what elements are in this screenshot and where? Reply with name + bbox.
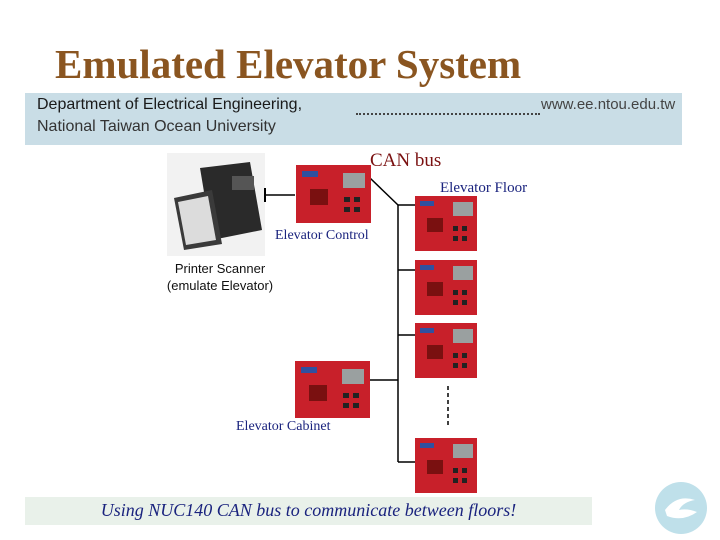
university-text: National Taiwan Ocean University: [37, 118, 276, 135]
printer-label-line1: Printer Scanner: [174, 261, 266, 276]
website-url: www.ee.ntou.edu.tw: [541, 96, 676, 113]
board-elevator-cabinet: [295, 361, 370, 418]
elevator-floor-label: Elevator Floor: [440, 180, 528, 196]
board-elevator-floor-3: [415, 323, 477, 378]
board-elevator-floor-2: [415, 260, 477, 315]
printer-scanner-label: Printer Scanner (emulate Elevator): [158, 260, 282, 294]
board-elevator-floor-4: [415, 438, 477, 493]
dotted-leader: [356, 113, 540, 115]
can-bus-label: CAN bus: [370, 150, 442, 171]
board-elevator-floor-1: [415, 196, 477, 251]
header-band: [25, 93, 682, 145]
printer-label-line2: (emulate Elevator): [166, 278, 274, 293]
elevator-cabinet-label: Elevator Cabinet: [236, 419, 331, 434]
board-elevator-control: [296, 165, 371, 223]
department-text: Department of Electrical Engineering,: [37, 96, 303, 113]
can-bus-wiring: [369, 177, 415, 463]
footer-caption: Using NUC140 CAN bus to communicate betw…: [100, 500, 517, 520]
slide-title: Emulated Elevator System: [55, 41, 522, 87]
footer-band: [25, 497, 592, 525]
elevator-control-label: Elevator Control: [275, 228, 369, 243]
printer-scanner-image: [167, 153, 265, 256]
university-logo-icon: [655, 482, 707, 534]
